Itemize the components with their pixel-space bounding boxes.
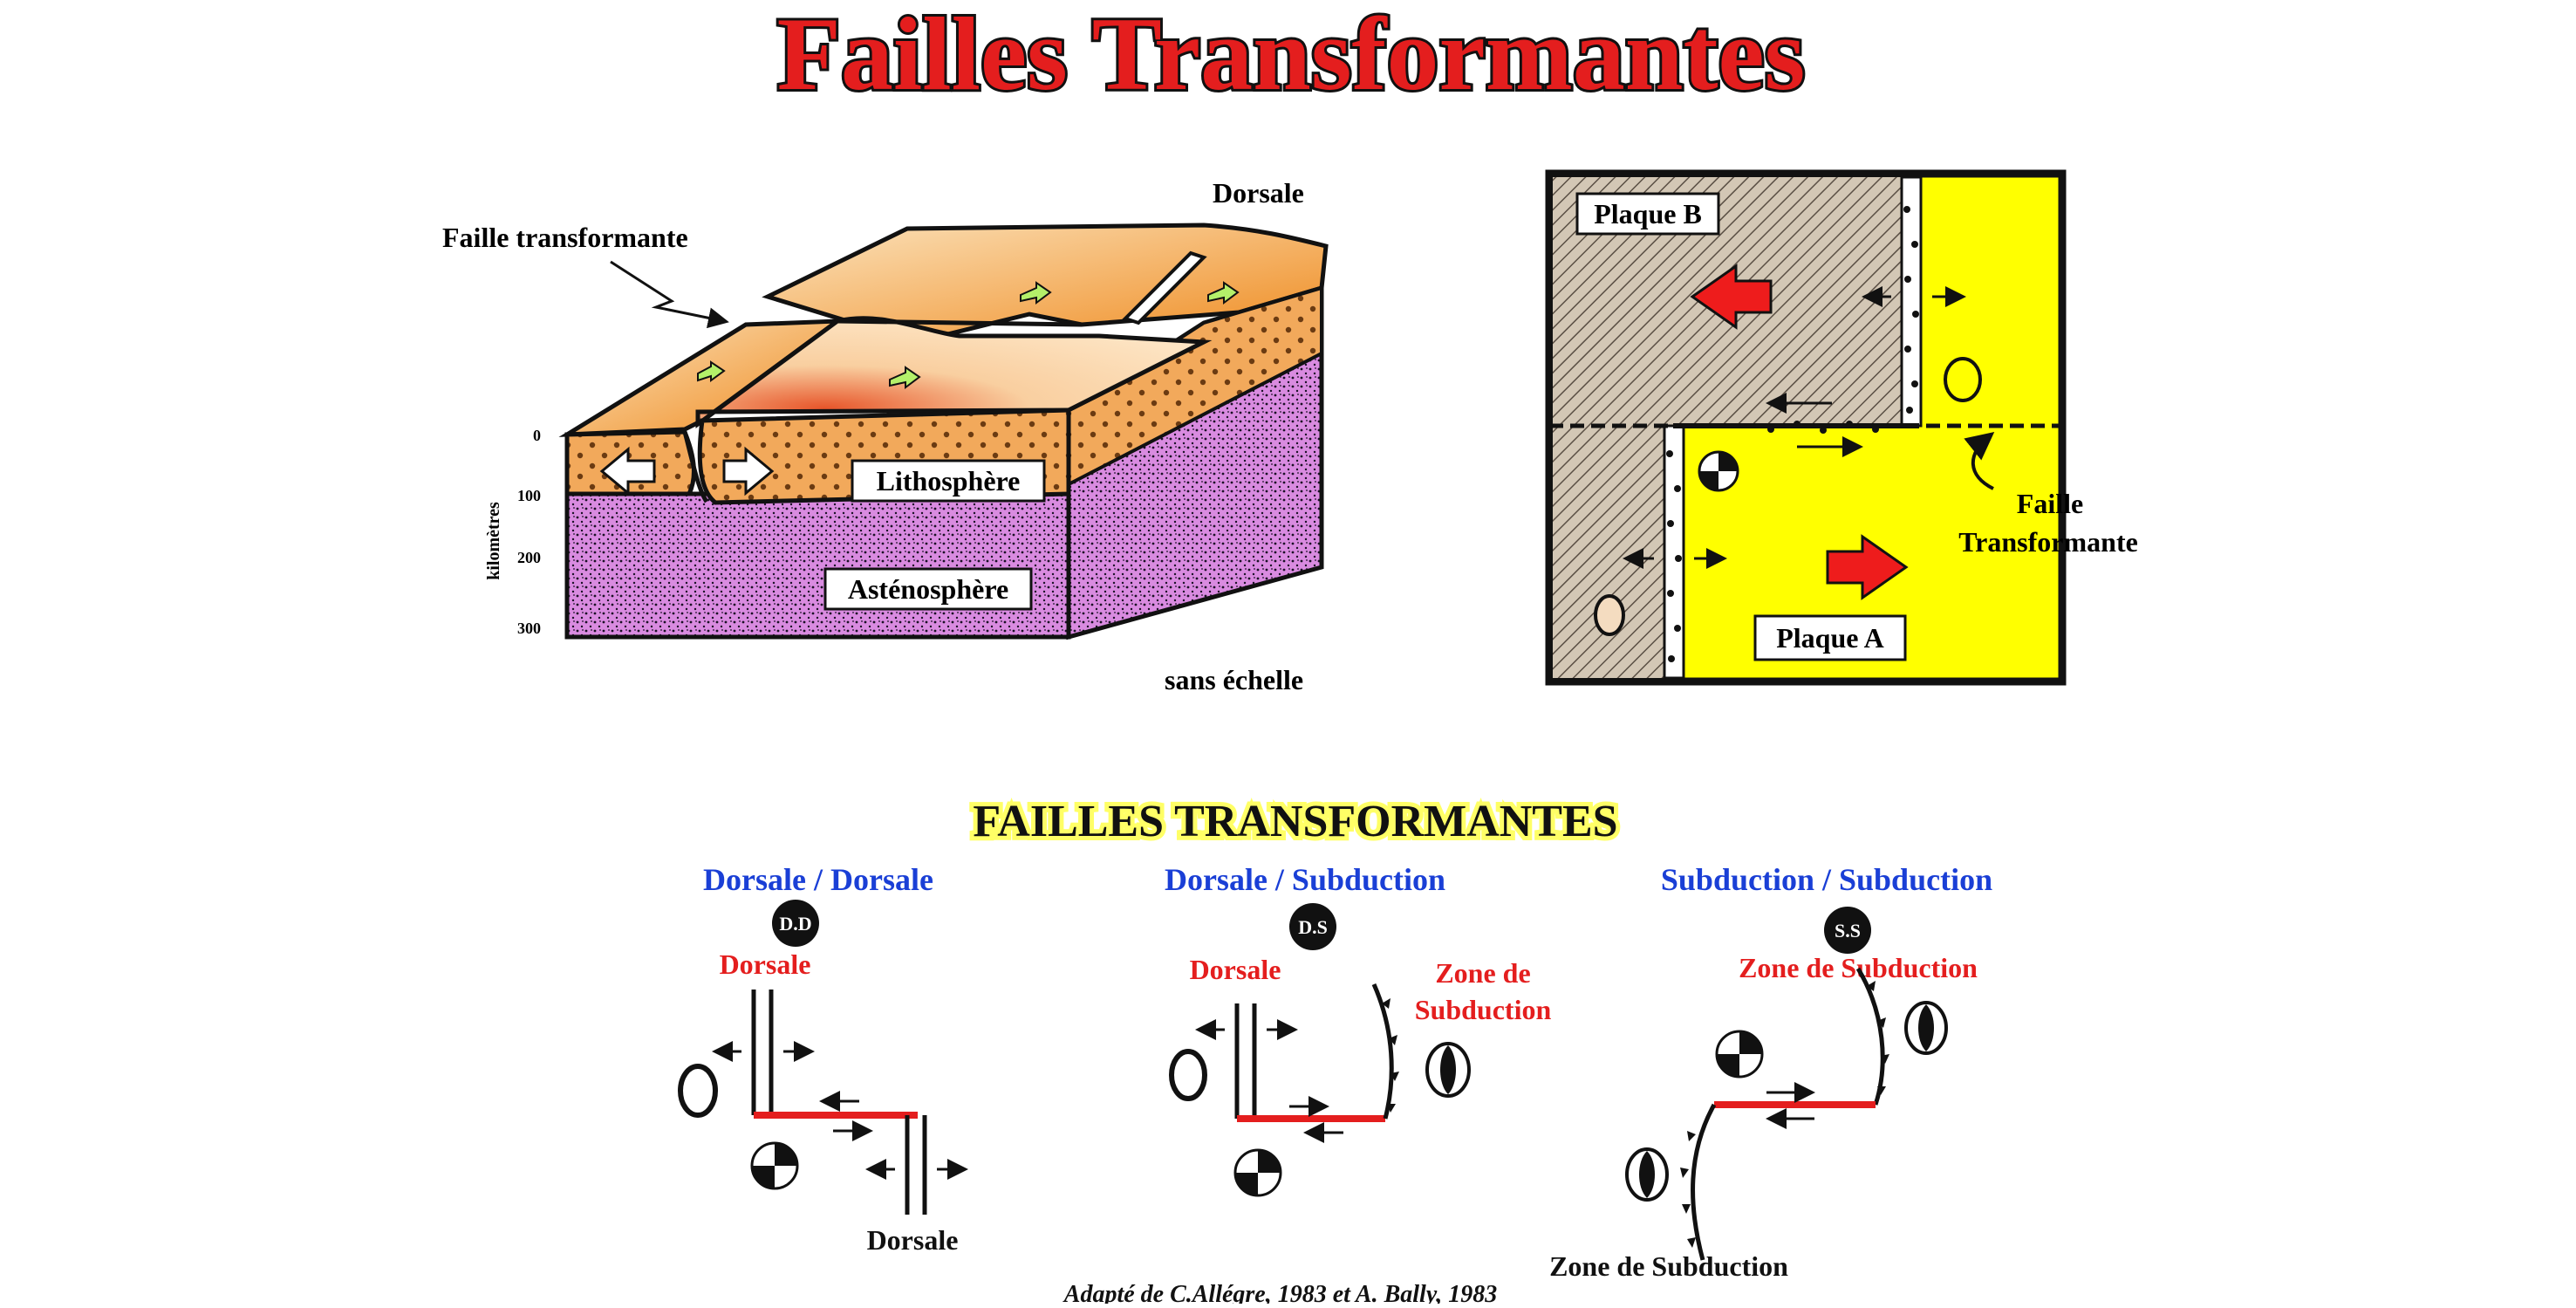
white-arrow-right: [722, 446, 775, 496]
asthenosphere-label: Asténosphère: [848, 573, 1008, 605]
type1-badge: D.D: [779, 913, 811, 935]
lithosphere-label: Lithosphère: [877, 465, 1021, 496]
block-diagram: 0 100 200 300 kilomètres Faille transfor…: [442, 177, 1329, 695]
type2-focal-ellipse-right: [1425, 1042, 1471, 1098]
plate-a-label-box: Plaque A: [1753, 614, 1907, 661]
type2-focal-ellipse-left: [1169, 1049, 1207, 1101]
ridge-upper: [1900, 175, 1923, 428]
plate-b-label-box: Plaque B: [1575, 192, 1720, 236]
dorsale-label: Dorsale: [1213, 177, 1304, 209]
focal-mechanism-center: [1698, 450, 1739, 492]
transform-fault-line: [837, 318, 1083, 327]
type3-focal-ellipse-upper: [1904, 1001, 1948, 1055]
depth-tick-100: 100: [517, 487, 541, 504]
type2-label-subduction: Subduction: [1415, 994, 1552, 1025]
type2-label-dorsale: Dorsale: [1190, 954, 1281, 985]
type-dorsale-subduction: Dorsale / Subduction D.S Dorsale Zone de…: [1165, 862, 1552, 1197]
asthenosphere-face: [564, 491, 1071, 640]
plate-map: Plaque B Plaque A Faille Transformante: [1545, 169, 2138, 686]
faille-transformante-label: Faille transformante: [442, 222, 688, 253]
depth-axis: 0 100 200 300 kilomètres: [484, 427, 541, 637]
type2-label-zone: Zone de: [1435, 957, 1530, 989]
plate-b-area: [1553, 177, 1919, 678]
faille-pointer: [610, 260, 729, 329]
fault-label-line2: Transformante: [1958, 526, 2138, 558]
type1-focal-ellipse: [678, 1064, 718, 1118]
plate-b-label: Plaque B: [1594, 198, 1702, 229]
type1-focal-mechanism: [750, 1141, 799, 1190]
asthenosphere-label-box: Asténosphère: [823, 567, 1033, 611]
type3-focal-ellipse-lower: [1625, 1147, 1669, 1202]
type3-heading: Subduction / Subduction: [1661, 862, 1992, 897]
type1-label-bottom: Dorsale: [867, 1224, 959, 1256]
green-arrow-4: [1207, 281, 1240, 305]
lithosphere-label-box: Lithosphère: [851, 459, 1046, 503]
type-subduction-subduction: Subduction / Subduction S.S Zone de Subd…: [1549, 862, 1992, 1282]
green-arrow-3: [1020, 281, 1052, 305]
depth-tick-200: 200: [517, 549, 541, 566]
type3-subduction-lower: [1691, 1103, 1717, 1261]
ridge-white: [1122, 250, 1207, 325]
green-arrow-1: [697, 360, 726, 382]
white-arrow-left: [599, 446, 656, 496]
type1-label-top: Dorsale: [720, 948, 811, 980]
type2-badge: D.S: [1298, 916, 1328, 938]
type2-focal-mechanism: [1233, 1148, 1282, 1197]
type3-badge: S.S: [1835, 920, 1861, 942]
green-arrow-2: [889, 366, 921, 389]
page-title: Failles Transformantes: [777, 0, 1806, 112]
section2-title: FAILLES TRANSFORMANTES: [973, 797, 1617, 846]
type3-focal-mechanism: [1715, 1030, 1764, 1079]
type3-label-bottom: Zone de Subduction: [1549, 1250, 1788, 1282]
ridge-lower: [1663, 424, 1685, 680]
focal-ring-right: [1944, 357, 1982, 402]
type-dorsale-dorsale: Dorsale / Dorsale D.D Dorsale Dorsale: [678, 862, 968, 1256]
depth-tick-300: 300: [517, 620, 541, 637]
red-arrow-plate-a: [1826, 534, 1909, 600]
type3-label-top: Zone de Subduction: [1739, 952, 1978, 983]
front-plate-top: [695, 316, 1213, 428]
credit-note: Adapté de C.Allégre, 1983 et A. Bally, 1…: [1063, 1281, 1497, 1304]
scale-note: sans échelle: [1165, 664, 1303, 695]
type3-subduction-upper: [1855, 967, 1885, 1106]
focal-ellipse-left: [1594, 594, 1625, 636]
fault-pointer: [1964, 431, 1995, 490]
type3-badge-circle: [1824, 907, 1871, 954]
depth-tick-0: 0: [533, 427, 541, 444]
fault-label-line1: Faille: [2017, 488, 2083, 519]
back-plate-top: [762, 223, 1329, 345]
type1-heading: Dorsale / Dorsale: [703, 862, 933, 897]
type2-badge-circle: [1289, 903, 1336, 950]
type2-heading: Dorsale / Subduction: [1165, 862, 1445, 897]
depth-axis-label: kilomètres: [484, 502, 503, 580]
plate-a-label: Plaque A: [1776, 622, 1884, 654]
red-arrow-plate-b: [1690, 264, 1773, 330]
type1-badge-circle: [772, 900, 819, 947]
